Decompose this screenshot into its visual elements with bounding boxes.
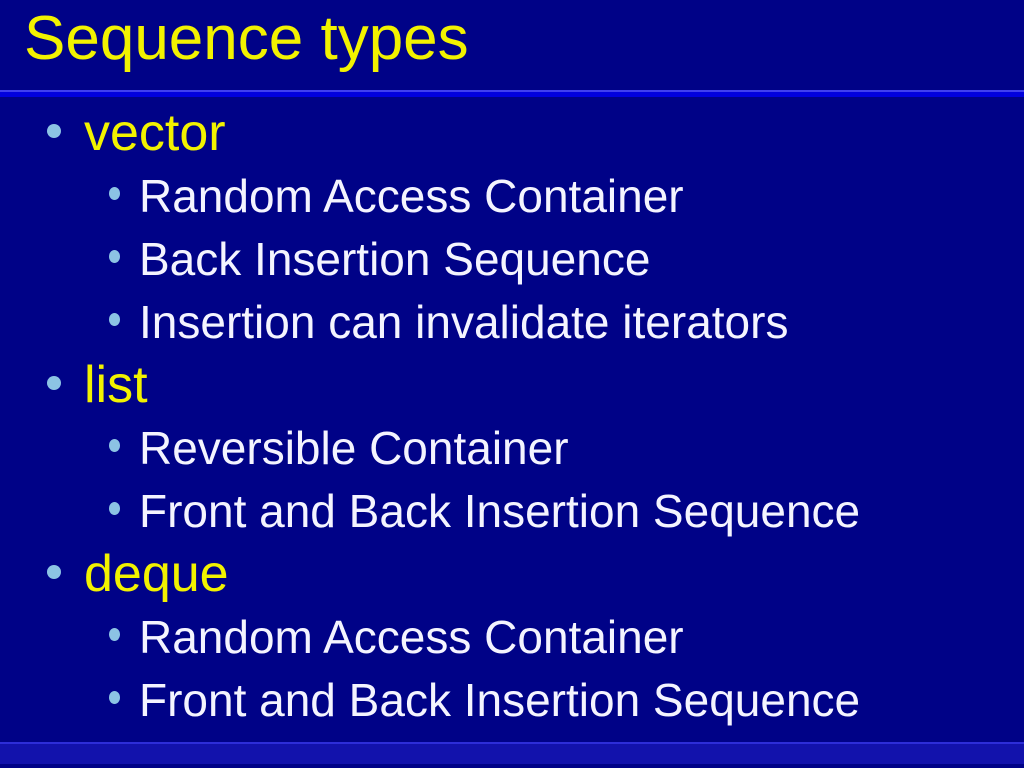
sub-list-item: Random Access Container [0, 164, 1024, 227]
sub-list-item-label: Front and Back Insertion Sequence [139, 673, 861, 726]
list-item: deque [0, 542, 1024, 605]
bullet-icon [109, 250, 120, 263]
sub-list-item-label: Insertion can invalidate iterators [139, 295, 789, 348]
sub-list-item: Front and Back Insertion Sequence [0, 479, 1024, 542]
sub-list-item: Reversible Container [0, 416, 1024, 479]
sub-list-item-label: Back Insertion Sequence [139, 232, 651, 285]
sub-list-item-label: Front and Back Insertion Sequence [139, 484, 861, 537]
sub-list-item-label: Random Access Container [139, 169, 684, 222]
list-item-label: deque [84, 544, 229, 603]
slide-title: Sequence types [24, 4, 469, 73]
list-item-label: vector [84, 103, 226, 162]
bullet-icon [109, 502, 120, 515]
bullet-icon [109, 187, 120, 200]
list-item: vector [0, 101, 1024, 164]
list-item: list [0, 353, 1024, 416]
bullet-icon [47, 375, 61, 390]
bullet-icon [109, 439, 120, 452]
bullet-icon [109, 691, 120, 704]
sub-list-item: Back Insertion Sequence [0, 227, 1024, 290]
sub-list-item: Random Access Container [0, 605, 1024, 668]
bullet-icon [109, 313, 120, 326]
bullet-icon [47, 123, 61, 138]
list-item-label: list [84, 355, 148, 414]
bottom-accent-bar [0, 742, 1024, 764]
bullet-icon [109, 628, 120, 641]
sub-list-item-label: Random Access Container [139, 610, 684, 663]
bullet-icon [47, 564, 61, 579]
sub-list-item: Front and Back Insertion Sequence [0, 668, 1024, 731]
sub-list-item: Insertion can invalidate iterators [0, 290, 1024, 353]
title-underline [0, 90, 1024, 97]
bullet-list: vector Random Access Container Back Inse… [0, 101, 1024, 731]
sub-list-item-label: Reversible Container [139, 421, 569, 474]
